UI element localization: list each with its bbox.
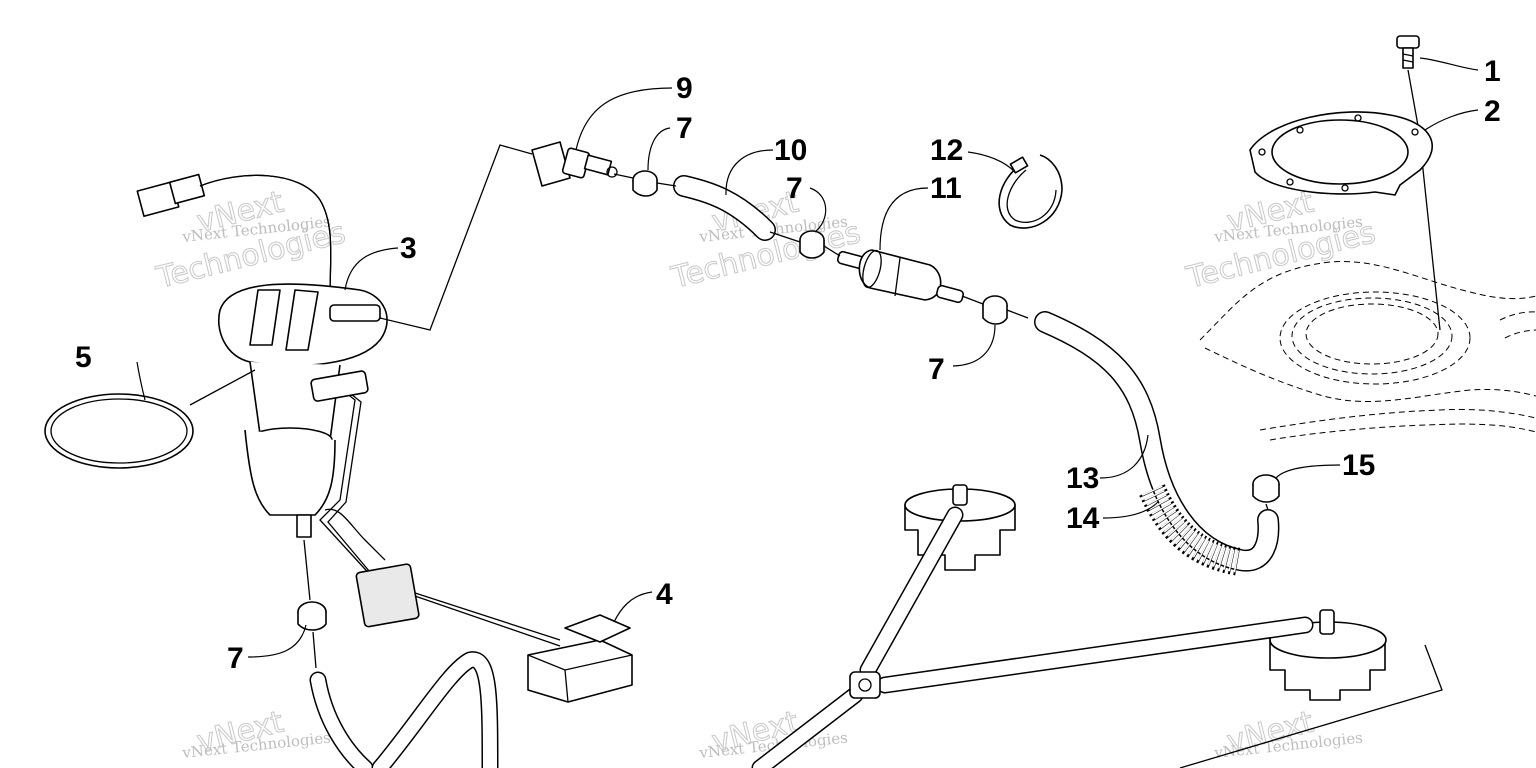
- retainer-plate: [1249, 111, 1433, 196]
- callout-7-lower: 7: [227, 642, 244, 675]
- callout-3: 3: [400, 232, 417, 265]
- callout-15: 15: [1342, 449, 1375, 482]
- float: [527, 614, 633, 703]
- clamp-15: [1252, 474, 1280, 503]
- watermark-6: vNext vNext Technologies: [1213, 704, 1364, 762]
- fuel-hose-with-sleeve: [1034, 311, 1280, 576]
- callout-7-middle: 7: [786, 172, 803, 205]
- callout-7-right: 7: [928, 353, 945, 386]
- callout-labels: 1 2 3 4 5 7 7 7 7 9 10 11 12 13 14 15: [75, 55, 1501, 675]
- fuel-filter: [836, 249, 965, 304]
- strap: [998, 154, 1063, 229]
- callout-12: 12: [930, 134, 963, 167]
- callout-1: 1: [1484, 55, 1501, 88]
- watermark-4: vNext vNext Technologies: [181, 704, 332, 762]
- short-hose: [673, 175, 776, 241]
- callout-7-upper: 7: [676, 112, 693, 145]
- callout-13: 13: [1066, 462, 1099, 495]
- callout-2: 2: [1484, 95, 1501, 128]
- screw: [1396, 35, 1441, 331]
- fuel-tank-outline: [1199, 261, 1536, 441]
- callout-10: 10: [774, 134, 807, 167]
- clamp-middle: [799, 230, 825, 259]
- callout-9: 9: [676, 72, 693, 105]
- leader-lines: [136, 57, 1479, 658]
- callout-11: 11: [930, 172, 962, 205]
- watermark-1: vNext Technologies vNext Technologies: [152, 184, 349, 296]
- fuel-pump-assembly: [136, 173, 561, 647]
- callout-14: 14: [1066, 502, 1100, 535]
- callout-5: 5: [75, 341, 92, 374]
- quick-connector: [531, 141, 618, 187]
- clamp-right: [982, 295, 1008, 325]
- watermark-3: vNext Technologies vNext Technologies: [1182, 184, 1379, 296]
- clamp-upper-left: [632, 170, 658, 197]
- clamp-lower-left: [297, 601, 327, 631]
- callout-4: 4: [656, 578, 673, 611]
- connection-lines: [189, 144, 1269, 669]
- vent-lines: [309, 484, 1443, 768]
- o-ring: [44, 393, 194, 469]
